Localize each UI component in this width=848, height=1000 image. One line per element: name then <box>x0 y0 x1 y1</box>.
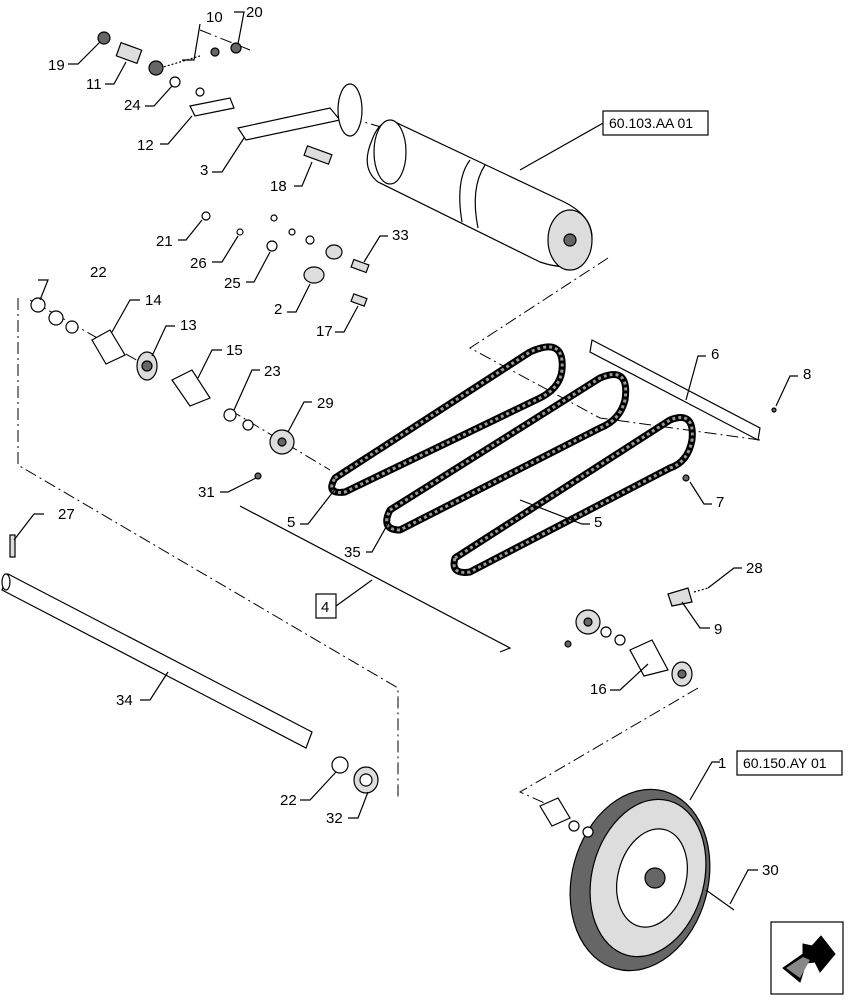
shaft-hardware-upper <box>30 297 295 480</box>
reference-box-lower[interactable] <box>736 750 843 776</box>
slat-bar <box>589 339 777 482</box>
callout-numbers: 1 2 3 4 5 5 6 7 8 9 10 11 12 13 14 15 16… <box>48 4 811 879</box>
callout-23: 23 <box>264 363 281 380</box>
callout-19: 19 <box>48 57 65 74</box>
callout-7: 7 <box>716 494 724 511</box>
callout-21: 21 <box>156 233 173 250</box>
drive-chains <box>328 343 696 576</box>
callout-30: 30 <box>762 862 779 879</box>
callout-16: 16 <box>590 681 607 698</box>
callout-11: 11 <box>86 76 102 93</box>
callout-17: 17 <box>316 323 333 340</box>
arrow-icon[interactable] <box>770 921 844 995</box>
leader-lines <box>13 11 798 905</box>
callout-22a: 22 <box>90 264 107 281</box>
shaft-hardware-lower <box>331 756 379 794</box>
callout-27: 27 <box>58 506 75 523</box>
reference-box-upper[interactable] <box>602 110 709 136</box>
callout-33: 33 <box>392 227 409 244</box>
callout-2: 2 <box>274 301 282 318</box>
callout-9: 9 <box>714 621 722 638</box>
long-shaft <box>1 534 313 749</box>
callout-13: 13 <box>180 317 197 334</box>
callout-18: 18 <box>270 178 287 195</box>
callout-28: 28 <box>746 560 763 577</box>
pulley-wheel <box>539 788 735 972</box>
callout-31: 31 <box>198 484 215 501</box>
assembly-boundary-left <box>17 298 399 800</box>
callout-12: 12 <box>137 137 154 154</box>
lower-drive-group <box>564 587 709 687</box>
callout-29: 29 <box>317 395 334 412</box>
callout-8: 8 <box>803 366 811 383</box>
callout-15: 15 <box>226 342 243 359</box>
callout-10: 10 <box>206 9 223 26</box>
hardware-set <box>201 211 370 307</box>
callout-25: 25 <box>224 275 241 292</box>
assembly-boundary-chain-top <box>469 257 761 441</box>
callout-35: 35 <box>344 544 361 561</box>
callout-6: 6 <box>711 346 719 363</box>
callout-4: 4 <box>321 599 329 616</box>
callout-5b: 5 <box>594 514 602 531</box>
callout-32: 32 <box>326 810 343 827</box>
reference-label-lower[interactable]: 60.150.AY 01 <box>743 755 827 771</box>
callout-1: 1 <box>718 755 726 772</box>
callout-3: 3 <box>200 162 208 179</box>
arm-assembly <box>97 31 363 165</box>
reference-label-upper[interactable]: 60.103.AA 01 <box>609 115 693 131</box>
callout-24: 24 <box>124 97 141 114</box>
callout-26: 26 <box>190 255 207 272</box>
drum-roller <box>351 113 593 271</box>
callout-20: 20 <box>246 4 263 21</box>
callout-14: 14 <box>145 292 162 309</box>
callout-34: 34 <box>116 692 133 709</box>
callout-5a: 5 <box>287 514 295 531</box>
callout-22b: 22 <box>280 792 297 809</box>
assembly-boundary-wheel <box>518 687 699 811</box>
